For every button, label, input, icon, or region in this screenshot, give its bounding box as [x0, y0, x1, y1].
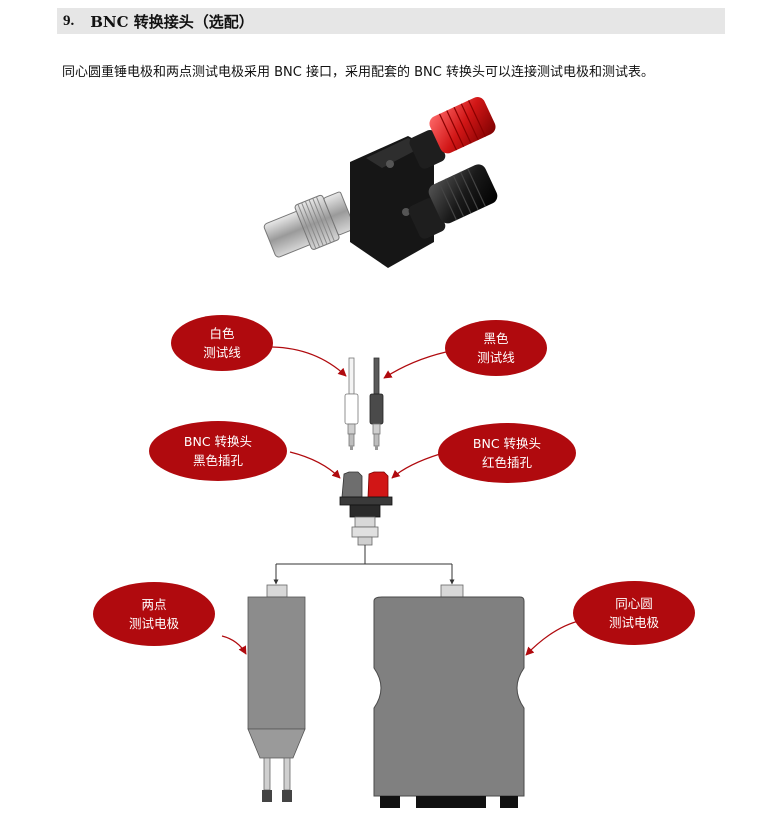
section-title: BNC 转换接头（选配） [90, 12, 254, 31]
callout-two-point: 两点 测试电极 [93, 582, 215, 646]
callout-bnc-red-line2: 红色插孔 [482, 455, 533, 470]
callout-two-point-line1: 两点 [141, 597, 166, 612]
callout-white-lead-line2: 测试线 [203, 345, 241, 360]
body-paragraph: 同心圆重锤电极和两点测试电极采用 BNC 接口，采用配套的 BNC 转换头可以连… [62, 65, 654, 80]
callout-black-lead: 黑色 测试线 [445, 320, 547, 376]
callout-two-point-line2: 测试电极 [129, 616, 180, 631]
connection-diagram: 白色 测试线 黑色 测试线 BNC 转换头 黑色插孔 BNC 转换头 红色插孔 … [93, 315, 695, 808]
section-number: 9. [63, 12, 75, 29]
callout-black-lead-line1: 黑色 [483, 331, 509, 346]
callout-bnc-black: BNC 转换头 黑色插孔 [149, 421, 287, 481]
bnc-cable [273, 563, 455, 585]
callout-concentric-line2: 测试电极 [609, 615, 660, 630]
callout-black-lead-line2: 测试线 [477, 350, 515, 365]
callout-concentric-line1: 同心圆 [615, 596, 653, 611]
concentric-electrode [373, 584, 525, 808]
two-point-electrode [247, 584, 306, 802]
section-header: 9. BNC 转换接头（选配） [57, 8, 725, 34]
callout-bnc-black-line2: 黑色插孔 [193, 453, 244, 468]
callout-white-lead: 白色 测试线 [171, 315, 273, 371]
callout-bnc-red: BNC 转换头 红色插孔 [438, 423, 576, 483]
callout-bnc-red-line1: BNC 转换头 [473, 436, 541, 451]
bnc-adapter-photo [263, 97, 498, 268]
white-test-lead [344, 357, 359, 450]
callout-bnc-black-line1: BNC 转换头 [184, 434, 252, 449]
callout-concentric: 同心圆 测试电极 [573, 581, 695, 645]
bnc-adapter-schematic [339, 471, 393, 564]
black-test-lead [369, 357, 384, 450]
callout-white-lead-line1: 白色 [209, 326, 235, 341]
